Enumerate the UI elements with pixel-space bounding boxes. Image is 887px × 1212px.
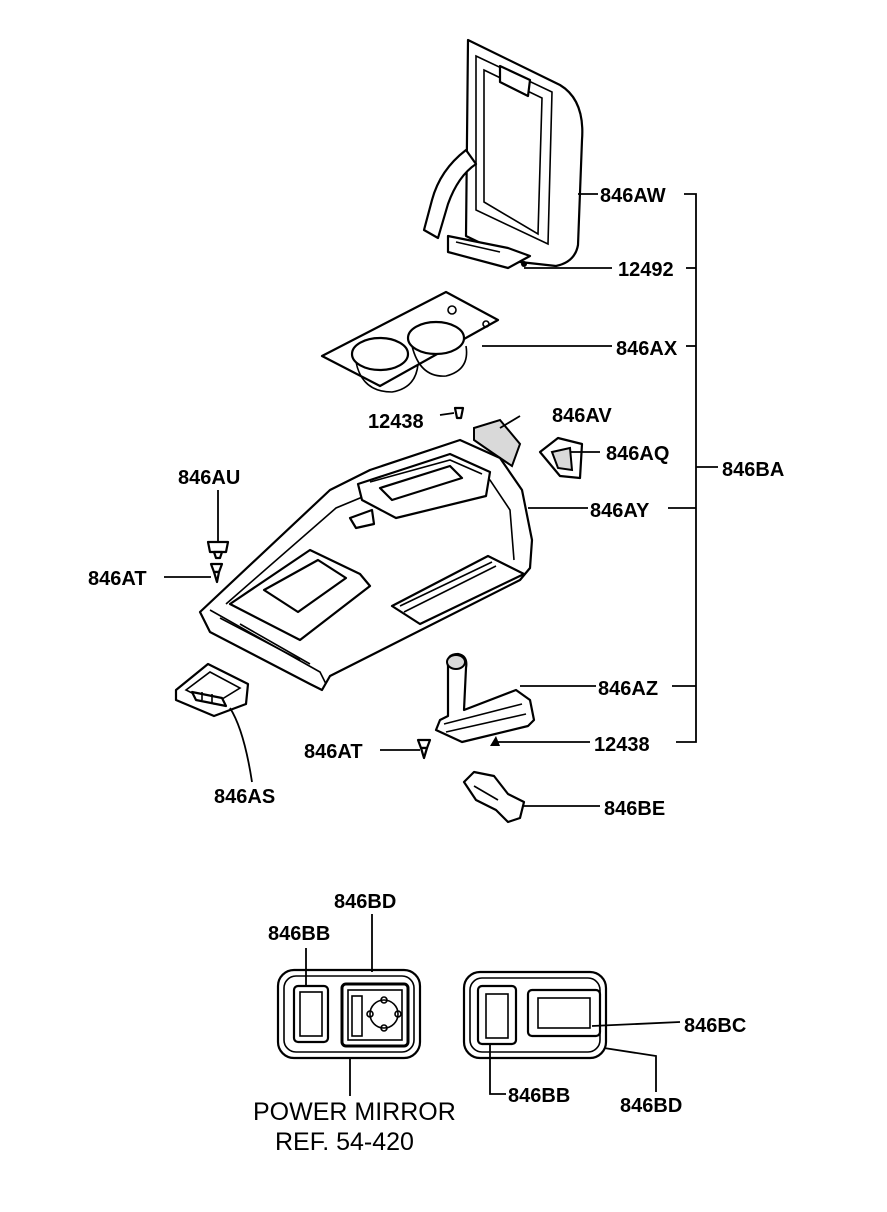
label-846bb-right: 846BB [508, 1085, 570, 1107]
screw-icon [521, 261, 527, 267]
part-labels: 846AW 12492 846AX 12438 846AV 846AQ 846B… [88, 185, 784, 1156]
label-846bd-top: 846BD [334, 891, 396, 913]
note-reference: REF. 54-420 [275, 1128, 414, 1156]
label-846ba: 846BA [722, 459, 784, 481]
screw-846at-lower [416, 738, 432, 760]
label-846aw: 846AW [600, 185, 666, 207]
screw-12438-lower [490, 736, 500, 746]
label-846az: 846AZ [598, 678, 658, 700]
screw-846at-left [209, 562, 224, 584]
screw-12438-upper [453, 406, 465, 420]
label-846at-left: 846AT [88, 568, 147, 590]
label-12438-lower: 12438 [594, 734, 650, 756]
label-846bb-left: 846BB [268, 923, 330, 945]
part-bracket-846be [462, 770, 526, 824]
part-cover-846aq [538, 436, 584, 480]
label-846be: 846BE [604, 798, 665, 820]
bottom-leader-lines [305, 914, 681, 1096]
leader-lines [164, 193, 718, 807]
label-846aq: 846AQ [606, 443, 669, 465]
label-846au: 846AU [178, 467, 240, 489]
label-846at-lower: 846AT [304, 741, 363, 763]
label-846as: 846AS [214, 786, 275, 808]
part-ashtray-846as [174, 662, 250, 718]
switch-panel-right [462, 970, 608, 1060]
part-console-body [198, 438, 534, 692]
part-bracket-846az [434, 652, 536, 744]
label-12492: 12492 [618, 259, 674, 281]
label-846bd-right: 846BD [620, 1095, 682, 1117]
part-cup-holder [320, 290, 500, 393]
label-846ay: 846AY [590, 500, 650, 522]
label-846ax: 846AX [616, 338, 678, 360]
part-armrest-lid [422, 38, 584, 270]
note-power-mirror: POWER MIRROR [253, 1098, 456, 1126]
part-clip-846au [206, 540, 230, 560]
switch-panel-left [276, 968, 422, 1060]
label-12438-upper: 12438 [368, 411, 424, 433]
label-846av: 846AV [552, 405, 612, 427]
label-846bc: 846BC [684, 1015, 746, 1037]
